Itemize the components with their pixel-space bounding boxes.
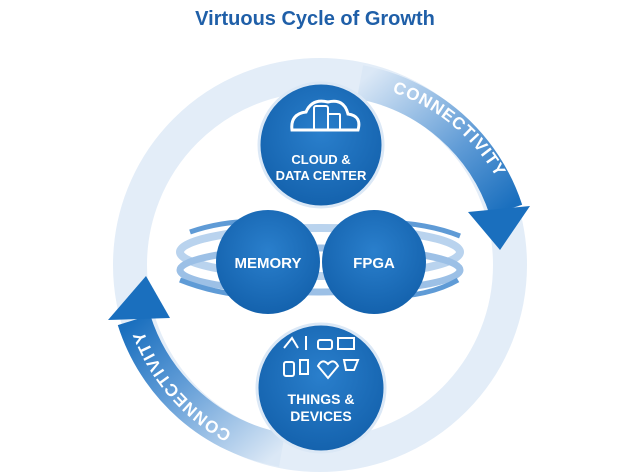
- cloud-node-line2: DATA CENTER: [276, 168, 367, 183]
- iot-devices-icon: [283, 336, 360, 380]
- outer-ring: [113, 58, 527, 472]
- right-arrow-head: [468, 206, 530, 250]
- things-devices-node: THINGS & DEVICES: [255, 322, 387, 454]
- right-connectivity-arc: [356, 65, 523, 216]
- fpga-node-label: FPGA: [353, 255, 395, 272]
- things-node-line2: DEVICES: [290, 408, 351, 424]
- cloud-data-center-node: CLOUD & DATA CENTER: [257, 81, 385, 209]
- things-node-line1: THINGS &: [288, 391, 355, 407]
- left-connectivity-arc: [117, 314, 286, 467]
- diagram-title: Virtuous Cycle of Growth: [195, 8, 435, 30]
- memory-node: MEMORY: [216, 210, 320, 314]
- fpga-node: FPGA: [322, 210, 426, 314]
- cloud-node-line1: CLOUD &: [291, 152, 350, 167]
- cloud-devices-icon: [290, 99, 361, 132]
- memory-node-label: MEMORY: [235, 255, 302, 272]
- left-arrow-head: [108, 276, 170, 320]
